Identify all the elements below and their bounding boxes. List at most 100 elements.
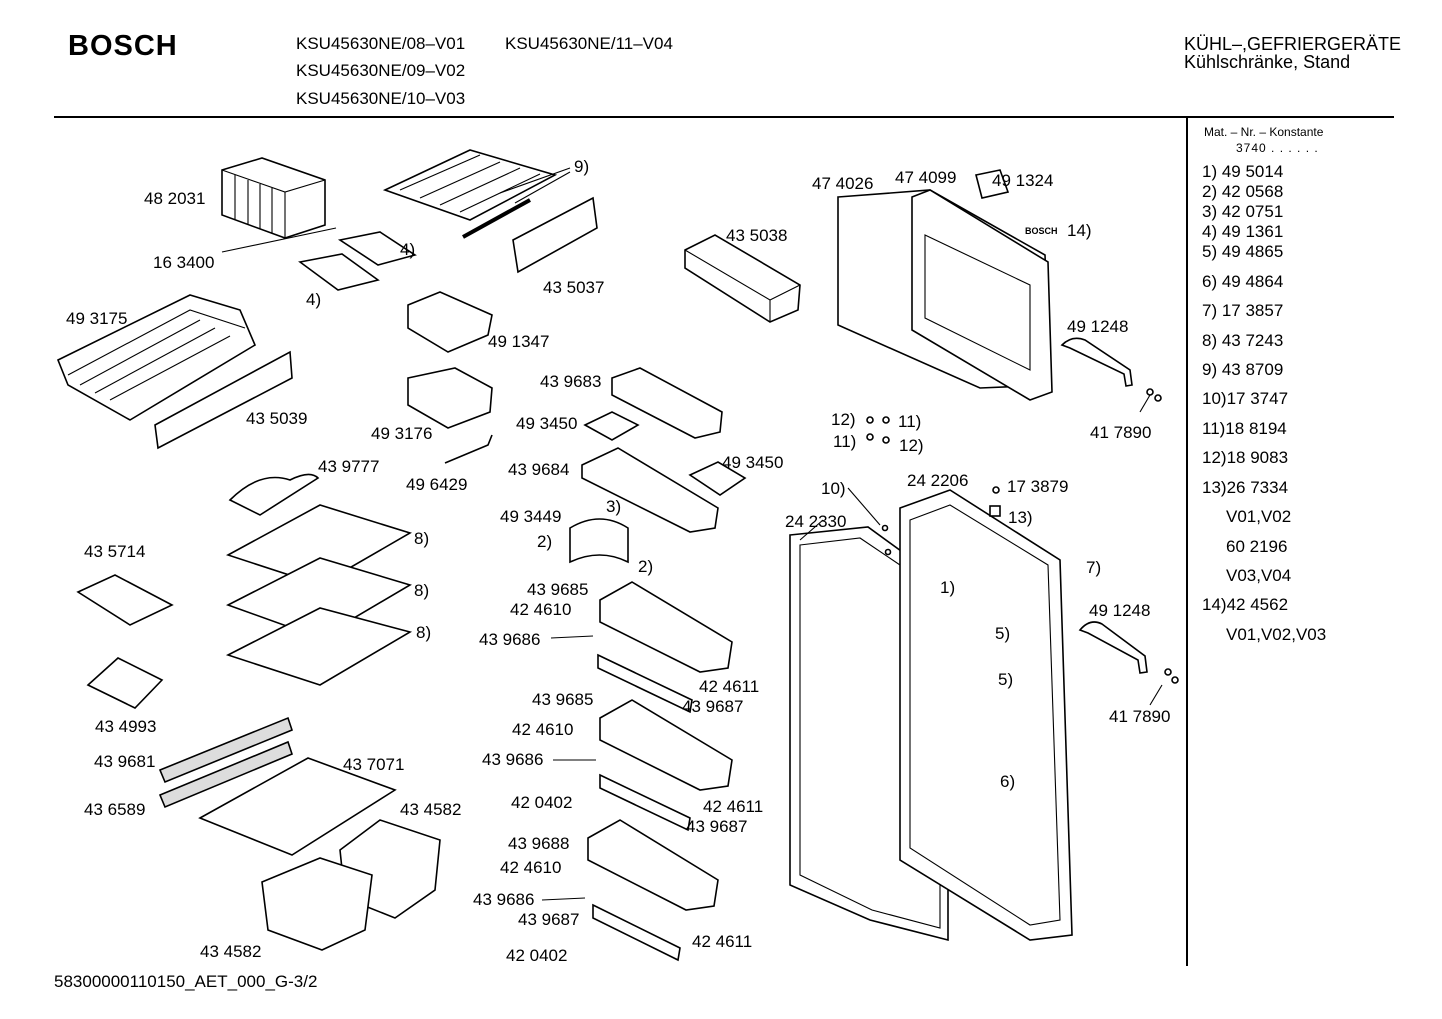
part-label: 42 4610	[512, 720, 574, 739]
header-divider	[54, 116, 1394, 118]
model-number: KSU45630NE/11–V04	[505, 34, 673, 53]
parts-list-item: V01,V02	[1226, 507, 1292, 526]
part-label: 43 9684	[508, 460, 570, 479]
part-label: 48 2031	[144, 189, 206, 208]
small-fitting-drawing	[866, 388, 1179, 684]
model-number: KSU45630NE/09–V02	[296, 61, 466, 80]
category-title: KÜHL–,GEFRIERGERÄTE	[1184, 34, 1402, 54]
part-label: 43 5037	[543, 278, 605, 297]
ice-bin-drawing	[407, 291, 493, 353]
door-shelf-drawing	[684, 234, 801, 323]
part-label: 4)	[400, 240, 416, 259]
part-label: 4)	[306, 290, 322, 309]
part-label: 8)	[416, 623, 432, 642]
shelf-insert-drawing	[76, 574, 174, 626]
part-label: 43 9683	[540, 372, 602, 391]
part-label: 5)	[998, 670, 1014, 689]
part-label: 2)	[537, 532, 553, 551]
part-label: 42 4610	[510, 600, 572, 619]
part-label: 43 9686	[479, 630, 541, 649]
part-label: 42 4611	[692, 932, 753, 951]
crisper-drawer-drawing	[261, 819, 441, 951]
tray-drawing	[86, 657, 164, 709]
model-number: KSU45630NE/08–V01	[296, 34, 466, 53]
part-label: 42 4610	[500, 858, 562, 877]
part-label: 49 3176	[371, 424, 433, 443]
part-label: 43 4582	[400, 800, 462, 819]
part-label: 8)	[414, 529, 430, 548]
part-label: 6)	[1000, 772, 1016, 791]
egg-tray-drawing	[583, 411, 640, 441]
part-label: 43 9686	[473, 890, 535, 909]
brand-logo: BOSCH	[68, 30, 178, 62]
part-label: 49 3449	[500, 507, 562, 526]
part-label: 43 5714	[84, 542, 146, 561]
glass-plate-drawing	[198, 757, 397, 856]
part-label: 43 4582	[200, 942, 262, 961]
part-label: 43 4993	[95, 717, 157, 736]
part-label: 43 5038	[726, 226, 788, 245]
exploded-parts-diagram	[56, 149, 1179, 962]
cover-strip-drawing	[158, 716, 293, 784]
part-label: 41 7890	[1090, 423, 1152, 442]
part-label: 43 9688	[508, 834, 570, 853]
part-label: 49 1324	[992, 171, 1054, 190]
part-label: 5)	[995, 624, 1011, 643]
parts-list-item: 6) 49 4864	[1202, 272, 1284, 291]
part-label: 49 3175	[66, 309, 128, 328]
part-label: 47 4026	[812, 174, 874, 193]
parts-list-item: 60 2196	[1226, 537, 1288, 556]
parts-list-item: 14)42 4562	[1202, 595, 1289, 614]
sidebar-divider	[1186, 118, 1188, 966]
part-label: 49 3450	[516, 414, 578, 433]
parts-list-item: 7) 17 3857	[1202, 301, 1284, 320]
bottle-rack-drawing	[228, 473, 320, 516]
cover-strip-drawing	[158, 740, 293, 809]
part-label: 49 1347	[488, 332, 550, 351]
flap-drawing	[569, 518, 629, 564]
glass-shelf-drawing	[225, 504, 413, 686]
part-label: 47 4099	[895, 168, 957, 187]
part-label: 49 6429	[406, 475, 468, 494]
part-label: 13)	[1008, 508, 1033, 527]
part-label: 1)	[940, 578, 956, 597]
part-label: 43 9687	[518, 910, 580, 929]
door-bin-drawing	[587, 581, 733, 962]
part-label: 43 9687	[682, 697, 744, 716]
ice-tray-drawing	[298, 231, 417, 291]
leader-lines	[221, 167, 1163, 901]
freezer-drawer-drawing	[56, 294, 293, 450]
parts-list-item: V03,V04	[1226, 566, 1292, 585]
parts-list-item: 12)18 9083	[1202, 448, 1289, 467]
part-label: 43 9685	[527, 580, 589, 599]
door-handle-drawing	[1060, 337, 1133, 387]
parts-list-item: 3) 42 0751	[1202, 202, 1284, 221]
parts-list-item: 4) 49 1361	[1202, 222, 1284, 241]
freezer-door-drawing	[837, 169, 1053, 401]
door-handle-drawing	[1078, 621, 1148, 674]
part-label: 9)	[574, 157, 590, 176]
parts-list-item: 5) 49 4865	[1202, 242, 1284, 261]
part-label: 12)	[899, 436, 924, 455]
part-label: 43 9685	[532, 690, 594, 709]
part-label: 24 2206	[907, 471, 969, 490]
parts-list-item: 11)18 8194	[1202, 419, 1287, 438]
part-label: 3)	[606, 497, 622, 516]
document-id: 58300000110150_AET_000_G-3/2	[54, 972, 318, 991]
mat-box-subtitle: 3740 . . . . . .	[1236, 141, 1319, 155]
part-label: 42 4611	[703, 797, 764, 816]
door-badge-logo: BOSCH	[1025, 226, 1058, 236]
part-label: 42 0402	[511, 793, 573, 812]
parts-list-item: 8) 43 7243	[1202, 331, 1284, 350]
door-rack-drawing	[611, 367, 723, 439]
part-label: 43 6589	[84, 800, 146, 819]
panel-drawing	[512, 196, 598, 274]
model-number: KSU45630NE/10–V03	[296, 89, 466, 108]
category-subtitle: Kühlschränke, Stand	[1184, 52, 1351, 72]
part-label: 24 2330	[785, 512, 847, 531]
part-label: 41 7890	[1109, 707, 1171, 726]
mat-box-title: Mat. – Nr. – Konstante	[1204, 125, 1324, 139]
grid-shelf-drawing	[382, 149, 558, 239]
part-label: 43 9687	[686, 817, 748, 836]
part-label: 12)	[831, 410, 856, 429]
